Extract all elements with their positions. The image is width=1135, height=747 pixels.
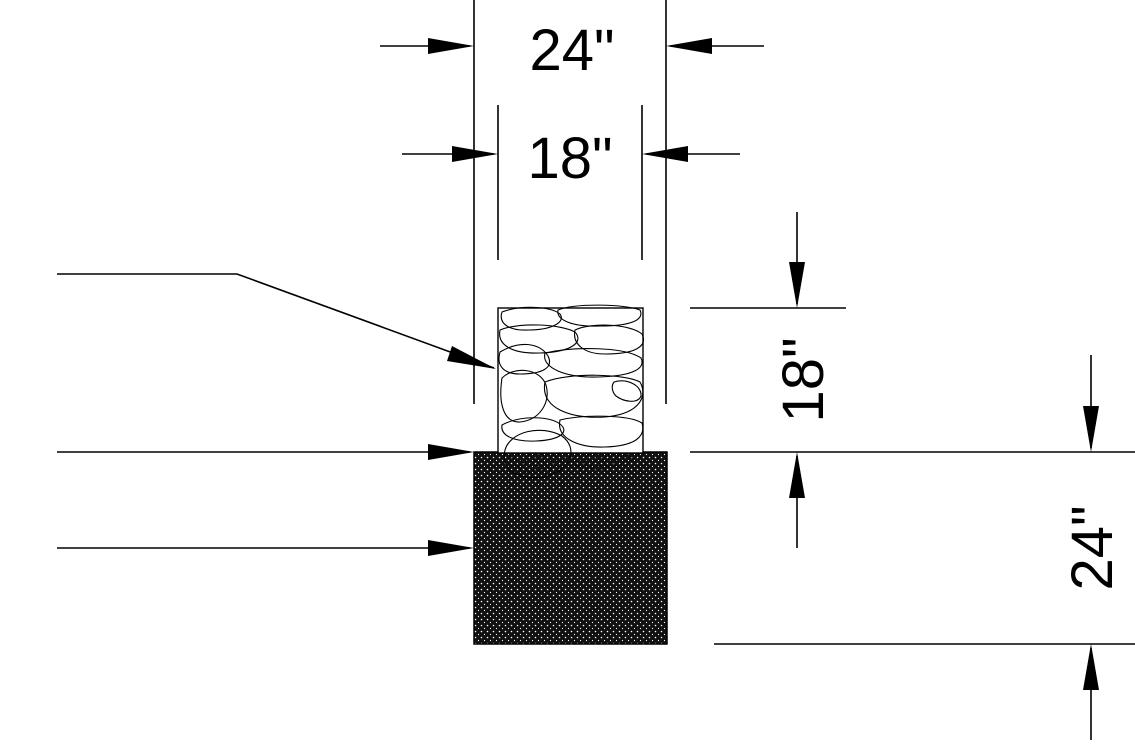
dimension-top-18: 18" [402,126,740,191]
dimension-label-right-stone: 18" [771,337,836,422]
dimension-label-right-base: 24" [1060,505,1125,590]
dimension-top-24: 24" [380,18,764,83]
leader-lines [57,273,496,556]
dimension-label-top-outer: 24" [529,18,614,83]
dimension-right-24: 24" [1060,355,1125,740]
settled-stone-dots [507,451,568,474]
stone-wall [497,304,645,478]
dimension-label-top-inner: 18" [527,126,612,191]
dimension-right-18: 18" [771,212,836,548]
concrete-footing [473,451,668,645]
